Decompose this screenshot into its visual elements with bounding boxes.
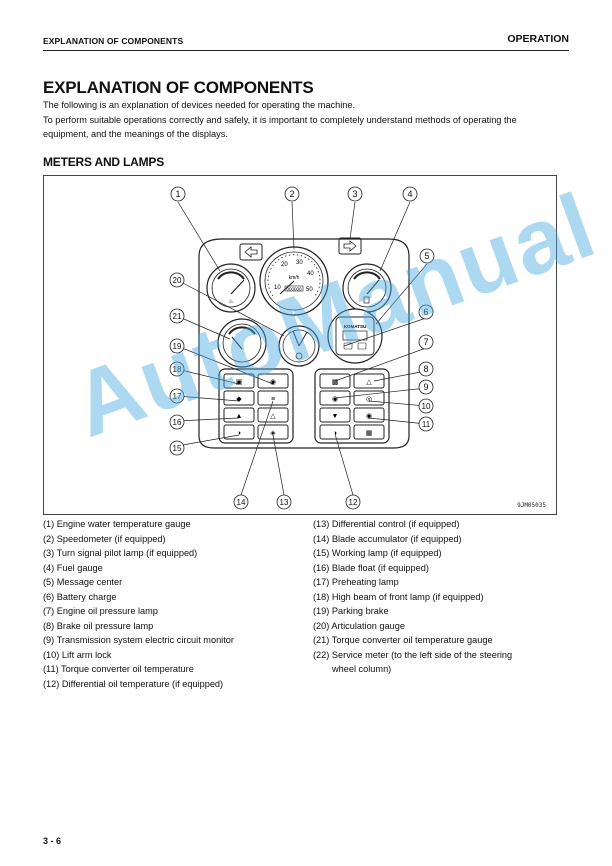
legend-item: (17) Preheating lamp: [313, 577, 399, 587]
svg-text:◉: ◉: [270, 379, 276, 386]
legend-item: (4) Fuel gauge: [43, 562, 103, 573]
right-warning-lamp-cluster: ▩ △ ◉ ◎ ▼ ◉ ◑ ▦: [314, 368, 390, 444]
legend-item: (6) Battery charge: [43, 591, 117, 602]
legend-item: (12) Differential oil temperature (if eq…: [43, 678, 224, 689]
legend-item: (20) Articulation gauge: [313, 620, 405, 631]
legend-item: (21) Torque converter oil temperature ga…: [313, 635, 493, 645]
svg-text:◈: ◈: [270, 430, 276, 437]
callout-label: 9: [423, 382, 428, 392]
speedo-tick-label: 30: [296, 260, 303, 266]
svg-text:△: △: [270, 413, 276, 420]
svg-text:≡: ≡: [271, 396, 275, 403]
legend-item: (3) Turn signal pilot lamp (if equipped): [43, 548, 198, 558]
articulation-gauge: [278, 325, 320, 367]
legend-left-column: (1) Engine water temperature gauge (2) S…: [43, 517, 293, 691]
left-warning-lamp-cluster: ▣ ◉ ◆ ≡ ▲ △ ◑ ◈: [218, 368, 294, 444]
legend-item: (1) Engine water temperature gauge: [43, 519, 191, 529]
svg-text:▼: ▼: [332, 413, 339, 420]
legend-item: (19) Parking brake: [313, 606, 389, 616]
legend-item: (14) Blade accumulator (if equipped): [313, 533, 462, 544]
torque-converter-temperature-gauge: [217, 318, 267, 368]
svg-text:◉: ◉: [366, 413, 372, 420]
intro-paragraph: The following is an explanation of devic…: [43, 100, 356, 110]
speedo-tick-label: 50: [306, 287, 313, 293]
header-section-title: EXPLANATION OF COMPONENTS: [43, 36, 184, 46]
intro-paragraph: To perform suitable operations correctly…: [43, 114, 517, 140]
callout-label: 5: [424, 251, 429, 261]
brand-logo: KOMATSU: [344, 324, 366, 329]
callout-label: 7: [423, 337, 428, 347]
legend-right-column: (13) Differential control (if equipped) …: [313, 517, 558, 677]
section-heading: METERS AND LAMPS: [43, 155, 165, 169]
figure-code: 9JM05035: [517, 502, 546, 509]
instrument-panel-drawing: ♨ 10 20 30 40 50 km/h 000000: [169, 186, 435, 510]
callout-label: 4: [407, 189, 412, 199]
callout-label: 12: [349, 498, 358, 507]
legend-item: (2) Speedometer (if equipped): [43, 533, 166, 544]
legend-item: (7) Engine oil pressure lamp: [43, 606, 158, 616]
legend-item: (10) Lift arm lock: [43, 649, 112, 660]
callout-label: 1: [175, 189, 180, 199]
speedometer: 10 20 30 40 50 km/h 000000: [259, 246, 329, 316]
svg-text:▦: ▦: [366, 430, 373, 437]
legend-item: (18) High beam of front lamp (if equippe…: [313, 591, 484, 602]
fuel-gauge: [342, 263, 392, 313]
callout-label: 8: [423, 364, 428, 374]
callout-label: 13: [280, 498, 289, 507]
legend-item: (16) Blade float (if equipped): [313, 562, 429, 573]
speedo-unit: km/h: [289, 275, 300, 281]
callout-label: 14: [237, 498, 246, 507]
svg-text:◆: ◆: [236, 396, 242, 403]
legend-item: (5) Message center: [43, 577, 123, 587]
svg-text:♨: ♨: [228, 298, 233, 305]
water-temperature-gauge: ♨: [206, 263, 256, 313]
legend-item: (22) Service meter (to the left side of …: [313, 649, 513, 660]
legend-item: (15) Working lamp (if equipped): [313, 548, 442, 558]
callout-label: 21: [173, 312, 182, 321]
legend-item-continuation: wheel column): [332, 664, 392, 674]
message-center: KOMATSU: [327, 308, 383, 364]
svg-text:▲: ▲: [236, 413, 243, 420]
svg-text:◑: ◑: [333, 430, 337, 437]
speedo-tick-label: 10: [274, 285, 281, 291]
page-title: EXPLANATION OF COMPONENTS: [43, 78, 314, 97]
turn-signal-right-icon: [338, 237, 362, 255]
callout-label: 6: [423, 307, 428, 317]
legend-item: (9) Transmission system electric circuit…: [43, 635, 234, 645]
svg-text:▩: ▩: [332, 379, 339, 386]
legend-item: (13) Differential control (if equipped): [313, 519, 460, 529]
odometer-readout: 000000: [286, 287, 302, 292]
instrument-panel-figure: ♨ 10 20 30 40 50 km/h 000000: [43, 175, 557, 515]
turn-signal-left-icon: [239, 243, 263, 261]
header-chapter-title: OPERATION: [507, 33, 569, 45]
svg-text:△: △: [366, 379, 372, 386]
speedo-tick-label: 20: [281, 262, 288, 268]
callout-label: 3: [352, 189, 357, 199]
callout-label: 2: [289, 189, 294, 199]
callout-label: 18: [173, 365, 182, 374]
intro-text: The following is an explanation of devic…: [43, 98, 563, 142]
callout-label: 19: [173, 342, 182, 351]
svg-text:◉: ◉: [332, 396, 338, 403]
svg-text:◎: ◎: [366, 396, 372, 403]
legend-item: (8) Brake oil pressure lamp: [43, 620, 154, 631]
svg-text:◑: ◑: [237, 430, 241, 437]
speedo-tick-label: 40: [307, 271, 314, 277]
page-number: 3 - 6: [43, 836, 62, 846]
legend-item: (11) Torque converter oil temperature: [43, 664, 194, 674]
svg-text:▣: ▣: [236, 379, 243, 386]
page-header: EXPLANATION OF COMPONENTS OPERATION: [43, 33, 569, 51]
callout-label: 11: [422, 420, 431, 429]
callout-label: 16: [173, 418, 182, 427]
callout-label: 17: [173, 392, 182, 401]
callout-label: 10: [422, 402, 431, 411]
callout-label: 20: [173, 276, 182, 285]
callout-label: 15: [173, 444, 182, 453]
